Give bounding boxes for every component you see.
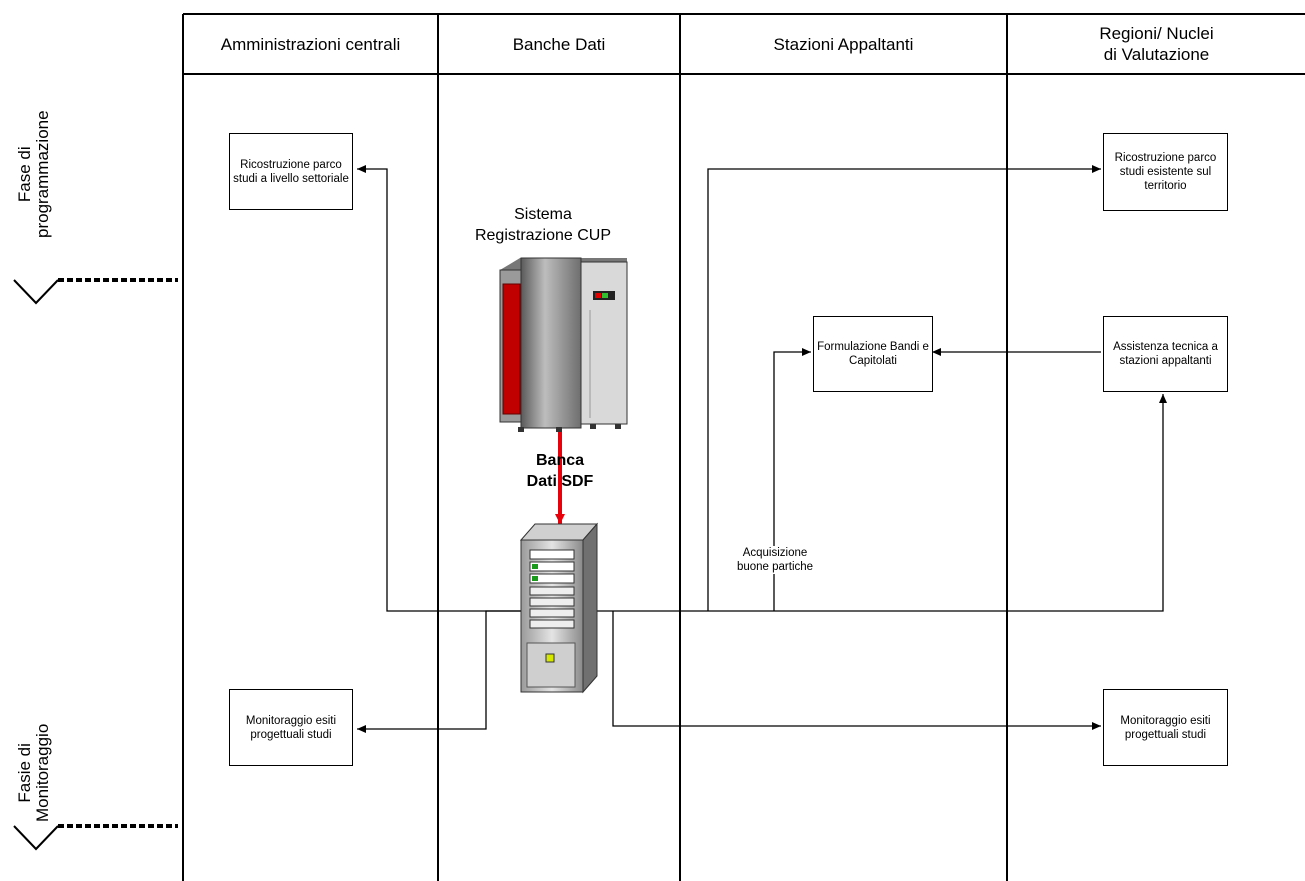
label-acquisizione: Acquisizione buone partiche [715, 546, 835, 574]
phase-marker-monitoraggio [13, 824, 178, 851]
node-assistenza: Assistenza tecnica a stazioni appaltanti [1103, 316, 1228, 392]
phase-label-programmazione: Fase di programmazione [15, 110, 52, 238]
label-sistema-line2: Registrazione CUP [474, 227, 612, 244]
node-monitoraggio-right: Monitoraggio esiti progettuali studi [1103, 689, 1228, 766]
label-banca-dati-sdf: Banca Dati SDF [505, 450, 615, 492]
label-banca-line1: Banca [535, 452, 585, 469]
lane-grid [182, 13, 1305, 881]
phase-programmazione-line1: Fase di [15, 146, 34, 203]
node-monitoraggio-left: Monitoraggio esiti progettuali studi [229, 689, 353, 766]
phase-monitoraggio-line2: Monitoraggio [33, 723, 52, 822]
lane-header-regioni-line2: di Valutazione [1103, 45, 1210, 64]
node-formulazione: Formulazione Bandi e Capitolati [813, 316, 933, 392]
phase-label-monitoraggio: Fasie di Monitoraggio [15, 723, 52, 822]
label-sistema-line1: Sistema [514, 206, 572, 223]
lane-header-amministrazioni: Amministrazioni centrali [220, 34, 401, 54]
phase-programmazione-line2: programmazione [33, 110, 52, 238]
lane-header-stazioni: Stazioni Appaltanti [773, 34, 914, 54]
connectors [357, 165, 1167, 733]
node-ricostruzione-territorio: Ricostruzione parco studi esistente sul … [1103, 133, 1228, 211]
label-acquisizione-line2: buone partiche [736, 561, 814, 573]
lane-header-regioni-line1: Regioni/ Nuclei [1099, 24, 1214, 43]
lane-header-regioni: Regioni/ Nuclei di Valutazione [1008, 14, 1305, 74]
lane-header-banche-dati: Banche Dati [512, 34, 606, 54]
phase-monitoraggio-line1: Fasie di [15, 743, 34, 803]
node-ricostruzione-settoriale: Ricostruzione parco studi a livello sett… [229, 133, 353, 210]
label-banca-line2: Dati SDF [526, 473, 594, 490]
phase-marker-programmazione [13, 278, 178, 305]
mainframe-server-icon [499, 257, 628, 432]
tower-server-icon [519, 522, 599, 694]
label-acquisizione-line1: Acquisizione [742, 547, 808, 559]
label-sistema-cup: Sistema Registrazione CUP [448, 204, 638, 246]
